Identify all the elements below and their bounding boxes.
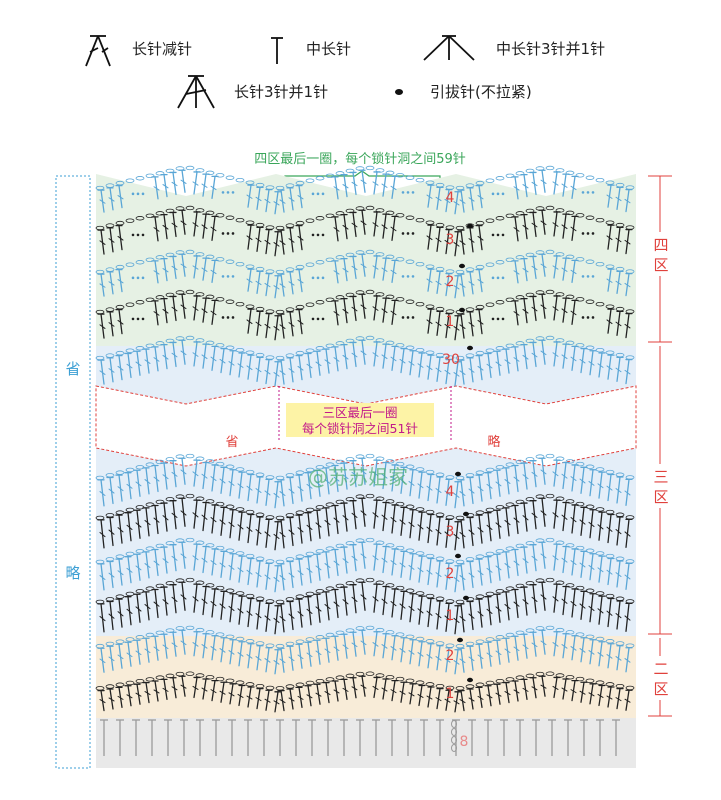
left-omit-top: 省 bbox=[65, 360, 80, 378]
zone2-label-bg bbox=[651, 656, 671, 700]
zone4-label-bg bbox=[651, 232, 671, 276]
hdc3tog-label: 中长针3针并1针 bbox=[496, 40, 605, 58]
zone4-background bbox=[96, 174, 636, 346]
zone2-row-number-2: 2 bbox=[446, 648, 455, 664]
dc3tog-label: 长针3针并1针 bbox=[234, 83, 328, 101]
mid-note-line2: 每个锁针洞之间51针 bbox=[302, 421, 418, 436]
zone3-row-number-1: 1 bbox=[446, 608, 455, 624]
zone2-background bbox=[96, 636, 636, 718]
zone4-row-number-1: 1 bbox=[446, 314, 455, 330]
omit-left-label: 省 bbox=[225, 435, 238, 450]
zone2-row-2 bbox=[95, 625, 635, 675]
zone3-row-4 bbox=[95, 453, 635, 509]
zone4-label: 四区 bbox=[653, 236, 668, 274]
stitch-rows bbox=[95, 165, 635, 756]
zone3-row-2 bbox=[95, 537, 635, 593]
dc2tog-label: 长针减针 bbox=[132, 40, 192, 58]
zone3-background bbox=[96, 346, 636, 636]
zone4-row-1 bbox=[95, 289, 635, 341]
zone2-label: 二区 bbox=[653, 660, 668, 698]
hdc-label: 中长针 bbox=[306, 40, 351, 58]
slip-stitch-marks bbox=[455, 223, 473, 683]
zone3-row-number-3: 3 bbox=[446, 524, 455, 540]
zone4-row-3 bbox=[95, 205, 635, 257]
omit-right-label: 略 bbox=[487, 434, 500, 450]
top-note: 四区最后一圈，每个锁针洞之间59针 bbox=[254, 151, 466, 167]
zone3-row-number-2: 2 bbox=[446, 566, 455, 582]
base-chain-row bbox=[100, 719, 620, 756]
left-omit-bottom: 略 bbox=[65, 564, 80, 582]
zone4-row-number-3: 3 bbox=[446, 232, 455, 248]
zone2-row-number-1: 1 bbox=[446, 686, 455, 702]
zone3-row-3 bbox=[95, 493, 635, 551]
zone3-label-bg bbox=[651, 464, 671, 508]
watermark: @苏苏姐家 bbox=[308, 465, 408, 489]
slst-icon bbox=[395, 89, 403, 95]
zone3-row-number-4: 4 bbox=[446, 484, 455, 500]
row-numbers: 4 3 2 1 30 4 3 2 1 2 1 8 bbox=[442, 190, 468, 750]
base-background bbox=[96, 718, 636, 768]
zone4-row-2 bbox=[95, 249, 635, 299]
zone4-row-number-2: 2 bbox=[446, 274, 455, 290]
zone4-row-number-4: 4 bbox=[446, 190, 455, 206]
zone3-label: 三区 bbox=[653, 468, 668, 506]
slst-label: 引拔针(不拉紧) bbox=[430, 83, 532, 101]
dc3tog-icon bbox=[177, 75, 215, 109]
hdc3tog-icon bbox=[423, 35, 475, 61]
mid-note-line1: 三区最后一圈 bbox=[322, 405, 397, 420]
hdc-icon bbox=[271, 37, 283, 64]
zone3-row-30 bbox=[95, 335, 635, 387]
dc2tog-icon bbox=[85, 35, 111, 67]
chain-count-number: 8 bbox=[460, 734, 469, 750]
zone2-row-1 bbox=[95, 671, 635, 713]
mid-note-box bbox=[286, 403, 434, 437]
zone4-row-4 bbox=[95, 165, 635, 215]
zone3-row-number-30: 30 bbox=[442, 352, 460, 368]
legend: 长针减针 中长针 中长针3针并1针 长针3针并1针 引拔针(不拉紧) bbox=[85, 35, 605, 109]
left-omit-bracket bbox=[55, 175, 91, 769]
zone3-row-1 bbox=[95, 577, 635, 635]
